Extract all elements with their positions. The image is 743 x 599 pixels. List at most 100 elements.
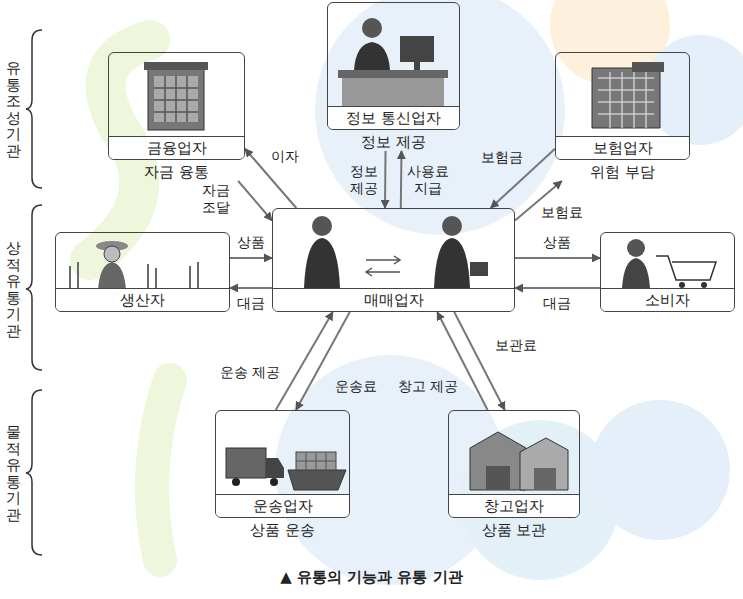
head [627,239,645,257]
flow-label: 운송 제공 [220,364,280,381]
container-lines [296,452,336,470]
monitor [400,36,434,62]
truck-cab [266,458,284,478]
agent-name: 창고업자 [484,497,544,515]
exchange-arrow [366,268,400,276]
door [486,466,510,490]
office-worker-icon [338,18,448,108]
agent-frame: 보험업자 [555,52,690,160]
agent-function: 위험 부담 [555,163,690,181]
flow-label: 정보 제공 [347,163,381,197]
agent-name: 운송업자 [253,497,313,515]
agent-frame: 매매업자 [272,208,515,312]
agent-name: 매매업자 [364,291,424,309]
door [534,468,556,490]
flow-arrow [515,257,600,258]
ship-containers [296,452,336,470]
agent-frame: 소비자 [600,232,735,312]
name-strip: 창고업자 [449,494,579,517]
body [98,262,126,290]
shopper-icon [622,239,716,288]
flow-line [238,181,272,220]
body [304,238,340,288]
traders-icon [304,216,488,288]
flow-line [515,257,600,259]
warehouse [520,438,568,490]
flow-label: 창고 제공 [398,378,458,395]
ship-hull [288,470,346,490]
desk [338,70,448,78]
name-strip: 매매업자 [273,288,514,311]
watermark-circle [590,400,730,540]
head [312,216,332,236]
agent-box: 보험업자위험 부담 [555,52,690,181]
flow-line [230,287,272,289]
flow-arrow [230,288,272,289]
agent-box: 운송업자상품 운송 [215,410,350,539]
flow-line [515,287,600,289]
building-windows [154,76,198,122]
flow-line [384,151,387,208]
flow-label: 대금 [237,295,265,312]
body [354,42,390,70]
flow-label: 대금 [543,295,571,312]
flow-label: 상품 [237,234,265,251]
flow-line [454,312,505,410]
agent-name: 소비자 [645,291,690,309]
bracket [26,30,42,188]
agent-frame: 창고업자 [448,410,580,518]
brackets [26,30,42,555]
desk-front [342,78,444,108]
agent-function: 정보 제공 [327,133,460,151]
name-strip: 금융업자 [109,136,244,159]
flow-label: 사용료 지급 [405,163,451,197]
agent-function: 상품 보관 [448,521,580,539]
name-strip: 보험업자 [556,136,689,159]
flow-arrow [296,312,350,410]
window-grid [598,72,654,128]
flow-arrow [515,288,600,289]
exchange-arrow [366,256,400,264]
transport-icon [226,448,346,490]
head [104,246,120,262]
head [442,216,462,236]
body [434,238,470,288]
wheel [270,478,278,486]
group-label: 유통 조성 기관 [6,60,21,159]
agent-name: 금융업자 [147,139,207,157]
body [622,258,650,288]
flow-label: 이자 [271,148,299,165]
flow-label: 상품 [543,234,571,251]
flow-label: 운송료 [335,378,377,395]
flow-arrow [400,151,402,208]
bracket [26,205,42,370]
figure-caption: ▲ 유통의 기능과 유통 기관 [0,568,743,587]
watermark-circle [315,0,565,235]
agent-box: 생산자 [55,232,230,312]
window-grid [154,76,198,122]
watermark-stroke [152,380,170,560]
building-body [148,66,204,130]
flow-arrow [230,257,272,258]
group-label: 상적 유통 기관 [6,240,21,339]
flow-arrow [238,181,272,220]
name-strip: 소비자 [601,288,734,311]
truck-cargo [226,448,266,478]
farmer-icon [60,241,210,290]
monitor-stand [414,62,420,70]
cart [656,256,716,280]
flow-label: 자금 조달 [199,182,233,216]
group-label: 물적 유통 기관 [6,424,21,523]
building-roof [144,62,208,70]
warehouse-icon [470,432,568,490]
head [362,18,382,38]
bracket [26,390,42,555]
flow-arrow [384,151,386,208]
insurance-building-icon [592,62,664,128]
agent-frame: 생산자 [55,232,230,312]
agent-frame: 금융업자 [108,52,245,160]
agent-frame: 정보 통신업자 [327,2,460,130]
agent-box: 금융업자자금 융통 [108,52,245,181]
building-roof [632,62,664,72]
